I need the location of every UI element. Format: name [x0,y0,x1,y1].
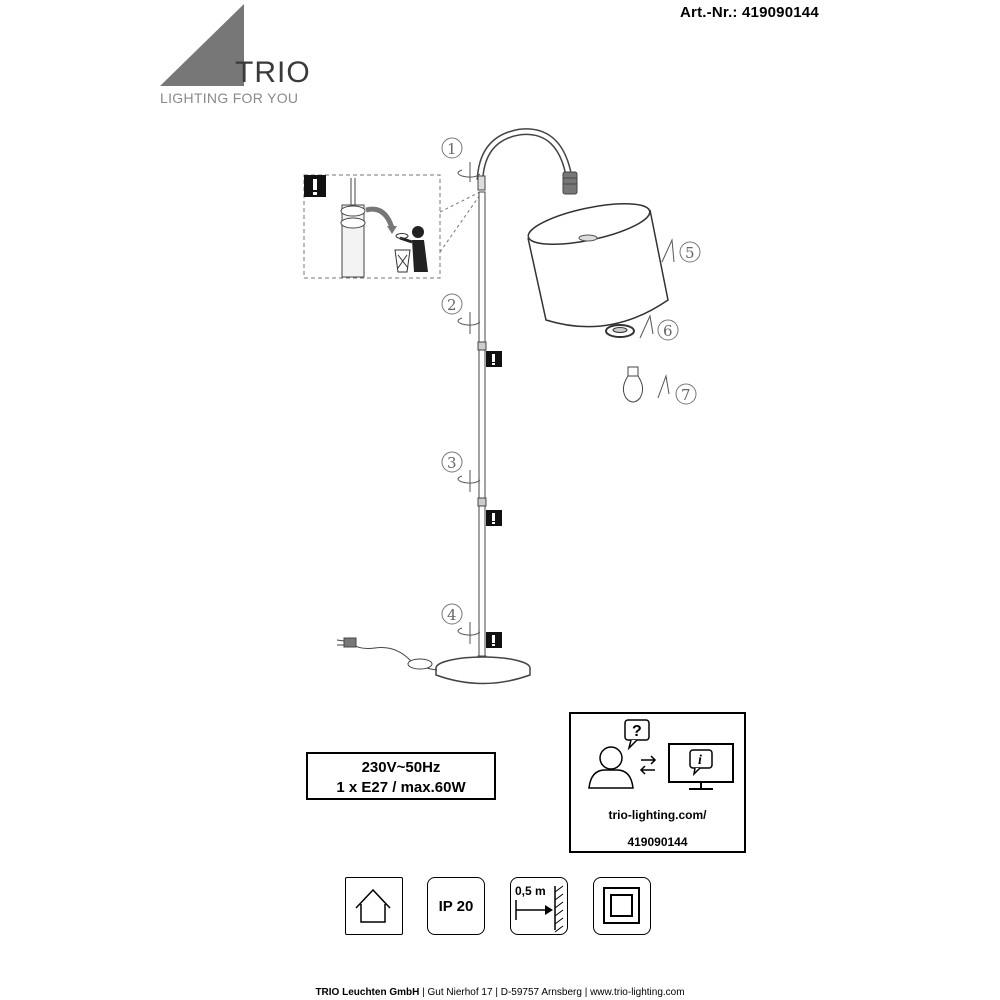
step-6: 6 [663,322,673,340]
logo-triangle-icon [160,4,244,86]
footer-separator: | [422,987,425,998]
bulb-icon [622,366,644,403]
footer-address: Gut Nierhof 17 [427,987,493,998]
footer-web: www.trio-lighting.com [590,987,685,998]
article-number: Art.-Nr.: 419090144 [680,4,819,21]
info-box: ? i trio-lighting.com/ 419090144 [569,712,746,853]
step-7: 7 [681,386,691,404]
ip-rating-text: IP 20 [438,898,474,915]
footer-separator: | [495,987,498,998]
lamp-base [435,656,531,685]
footer: TRIO Leuchten GmbH | Gut Nierhof 17 | D-… [0,987,1000,998]
exchange-arrows-icon [639,755,657,775]
power-cable [336,637,438,671]
footer-city: D-59757 Arnsberg [500,987,582,998]
step-markers: 1 2 3 4 5 6 7 [441,137,701,625]
logo-tagline: LIGHTING FOR YOU [160,90,299,106]
step-5: 5 [685,244,695,262]
step-3: 3 [447,454,457,472]
logo-wordmark: TRIO [235,56,311,89]
distance-text: 0,5 m [515,884,546,898]
detail-box [303,174,481,279]
protection-class-symbol [593,877,651,935]
rotate-arrow-icon [457,162,675,644]
distance-arrow-icon [515,885,564,933]
user-icon [588,746,634,789]
support-illustration: ? i [588,719,734,790]
warning-icon [486,351,502,367]
step-4: 4 [447,606,457,624]
monitor-info-icon: i [668,743,734,790]
house-icon [355,888,391,923]
svg-text:i: i [698,753,702,768]
ip-rating-symbol: IP 20 [427,877,485,935]
footer-separator: | [584,987,588,998]
support-url: trio-lighting.com/ [608,808,707,822]
bulb-spec-text: 1 x E27 / max.60W [336,779,466,796]
support-article-number: 419090144 [627,835,688,849]
footer-company: TRIO Leuchten GmbH [315,987,420,998]
indoor-use-symbol [345,877,403,935]
min-distance-symbol: 0,5 m [510,877,568,935]
double-insulation-icon [603,887,640,924]
step-1: 1 [447,140,457,158]
svg-text:?: ? [632,723,642,740]
lamp-shade [527,202,669,328]
assembly-drawing: 1 2 3 4 5 6 7 [303,128,701,685]
electrical-spec-box: 230V~50Hz 1 x E27 / max.60W [306,752,496,800]
voltage-text: 230V~50Hz [361,759,441,776]
warning-icon [304,175,326,197]
warning-icon [486,632,502,648]
warning-icon [486,510,502,526]
question-bubble-icon: ? [624,719,650,751]
lamp-stand [476,128,578,663]
step-2: 2 [447,296,457,314]
